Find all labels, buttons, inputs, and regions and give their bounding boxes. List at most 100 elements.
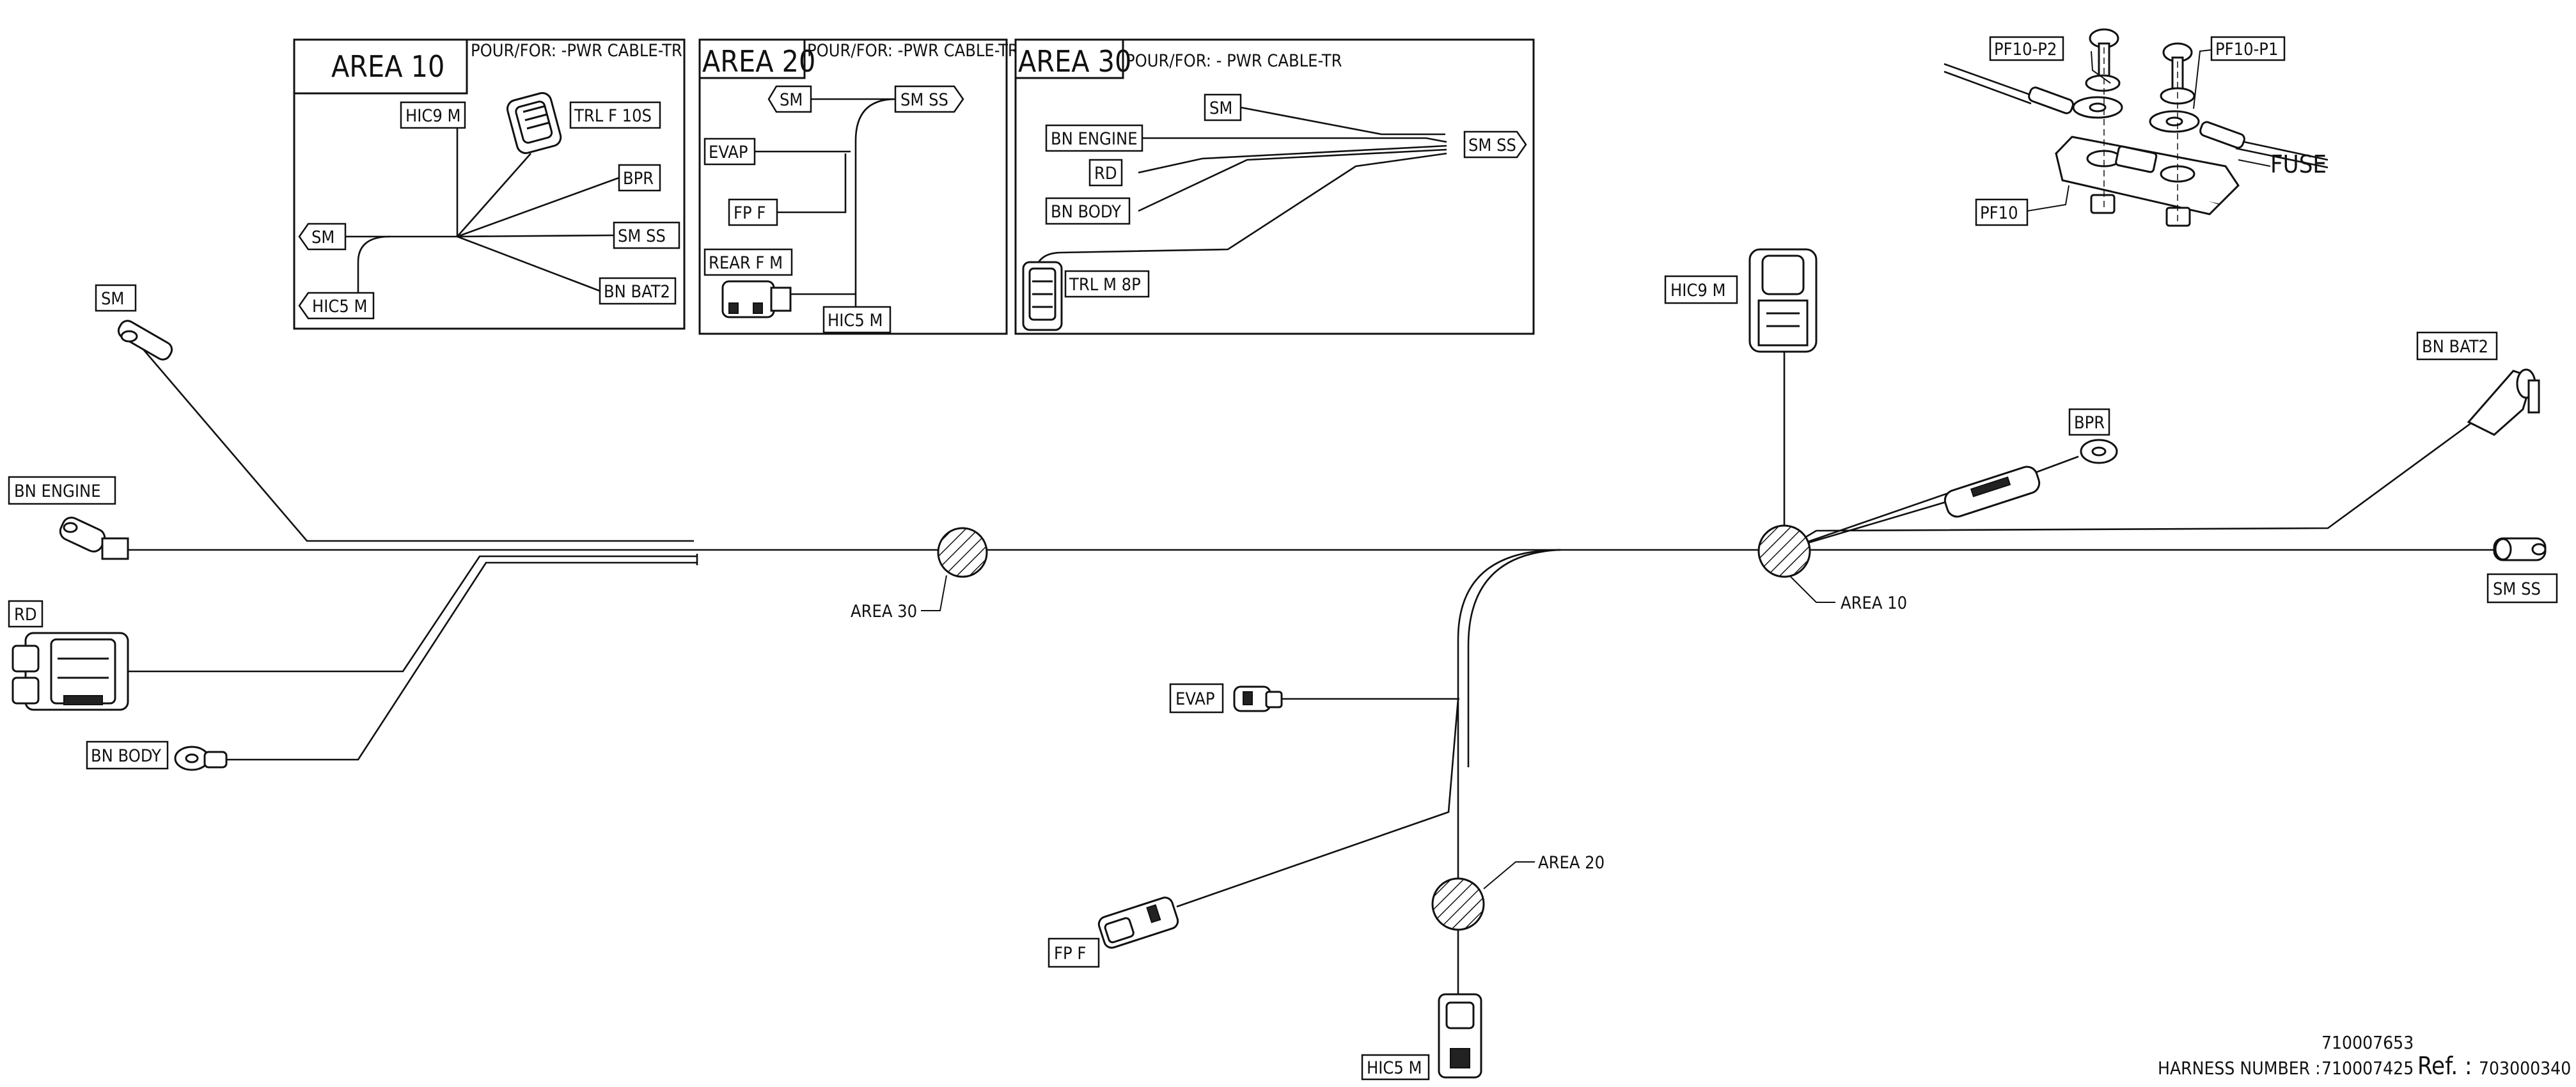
inset-area-30-title: AREA 30: [1018, 44, 1131, 79]
svg-text:FP F: FP F: [1054, 944, 1086, 964]
svg-text:BN ENGINE: BN ENGINE: [1051, 129, 1138, 149]
svg-text:HIC9 M: HIC9 M: [405, 106, 461, 126]
svg-text:SM: SM: [101, 289, 124, 309]
label-hic9-m: HIC9 M: [1664, 275, 1738, 304]
rd-connector-icon: [12, 632, 129, 711]
label-evap: EVAP: [1169, 683, 1224, 714]
svg-text:SM: SM: [311, 228, 334, 247]
area-20-label: AREA 20: [1538, 853, 1605, 873]
trl-f-10s-connector-icon: [506, 92, 562, 154]
inset-area-20-title: AREA 20: [702, 44, 815, 79]
inset30-label-bn-engine: BN ENGINE: [1045, 124, 1143, 152]
inset10-label-hic9m: HIC9 M: [400, 101, 466, 129]
fuse-holder-icon: [2054, 136, 2240, 215]
svg-text:REAR F M: REAR F M: [709, 253, 783, 273]
rear-f-m-connector-icon: [721, 280, 792, 318]
area-10-circle: [1757, 524, 1811, 578]
label-bn-body: BN BODY: [86, 740, 169, 770]
label-rd: RD: [8, 600, 43, 628]
inset-area-30-pour: POUR/FOR: - PWR CABLE-TR: [1126, 51, 1342, 71]
inset10-label-sm-ss: SM SS: [613, 221, 680, 249]
inset20-label-evap: EVAP: [703, 137, 756, 166]
svg-text:SM SS: SM SS: [1468, 136, 1516, 155]
fp-f-connector-icon: [1097, 896, 1179, 949]
svg-text:BN BAT2: BN BAT2: [604, 282, 670, 302]
inset-area-10-title: AREA 10: [331, 49, 444, 84]
harness-number-label: HARNESS NUMBER :: [2158, 1058, 2321, 1079]
bn-engine-terminal-icon: [59, 516, 129, 560]
label-bn-bat2: BN BAT2: [2416, 331, 2498, 361]
label-pf10-p1: PF10-P1: [2210, 36, 2286, 61]
inset-area-20: AREA 20 POUR/FOR: -PWR CABLE-TR SM SM SS…: [698, 38, 1019, 335]
inset-area-10: AREA 10 POUR/FOR: -PWR CABLE-TR HIC9 M T…: [293, 38, 686, 330]
svg-text:EVAP: EVAP: [1175, 689, 1215, 709]
trl-m-8p-connector-icon: [1022, 261, 1063, 331]
inset10-label-sm: SM: [298, 223, 347, 251]
area-30-circle: [937, 527, 988, 578]
svg-text:TRL M 8P: TRL M 8P: [1069, 275, 1141, 295]
label-sm: SM: [95, 284, 137, 312]
main-harness: AREA 30 AREA 10 AREA 20: [8, 248, 2558, 1081]
inset-area-20-pour: POUR/FOR: -PWR CABLE-TR: [807, 41, 1019, 61]
inset20-label-sm: SM: [767, 85, 812, 113]
svg-text:TRL F 10S: TRL F 10S: [574, 106, 652, 126]
inset30-label-sm: SM: [1204, 93, 1242, 121]
inset30-label-bn-body: BN BODY: [1045, 197, 1131, 225]
svg-text:FP F: FP F: [734, 203, 766, 223]
svg-text:SM SS: SM SS: [2493, 579, 2541, 599]
inset-area-30: AREA 30 POUR/FOR: - PWR CABLE-TR SM BN E…: [1014, 38, 1535, 335]
inset20-label-sm-ss: SM SS: [894, 85, 964, 113]
evap-connector-icon: [1233, 685, 1283, 712]
inset10-label-bn-bat2: BN BAT2: [599, 277, 677, 305]
label-hic5-m: HIC5 M: [1361, 1054, 1430, 1081]
svg-text:BN ENGINE: BN ENGINE: [14, 481, 101, 501]
label-bpr: BPR: [2068, 408, 2110, 436]
sm-ring-terminal-icon: [117, 320, 173, 361]
label-pf10: PF10: [1975, 198, 2029, 226]
inset-area-10-pour: POUR/FOR: -PWR CABLE-TR: [471, 41, 682, 61]
svg-text:BN BAT2: BN BAT2: [2422, 337, 2488, 357]
pf10-p1-terminal-icon: [2149, 110, 2245, 149]
svg-text:BN BODY: BN BODY: [1051, 202, 1121, 222]
inset20-label-hic5m: HIC5 M: [822, 306, 891, 334]
area-10-label: AREA 10: [1841, 593, 1907, 613]
sm-ss-terminal-icon: [2493, 537, 2547, 561]
inset10-label-bpr: BPR: [618, 164, 661, 192]
inset30-label-trl-m-8p: TRL M 8P: [1064, 270, 1150, 298]
svg-text:SM SS: SM SS: [618, 226, 666, 246]
inset20-label-rear-f-m: REAR F M: [703, 248, 793, 276]
svg-text:PF10-P2: PF10-P2: [1994, 40, 2057, 59]
pf10-p2-terminal-icon: [2028, 86, 2123, 119]
harness-number-top: 710007653: [2321, 1032, 2414, 1053]
svg-text:HIC5 M: HIC5 M: [828, 311, 883, 331]
label-fp-f: FP F: [1048, 937, 1100, 968]
label-bn-engine: BN ENGINE: [8, 476, 116, 505]
svg-text:PF10: PF10: [1980, 203, 2018, 223]
label-sm-ss: SM SS: [2486, 573, 2558, 604]
svg-text:HIC5 M: HIC5 M: [1367, 1058, 1422, 1078]
label-fuse: FUSE: [2270, 150, 2327, 178]
svg-text:RD: RD: [14, 605, 37, 625]
ref-label: Ref. :: [2417, 1052, 2472, 1080]
bpr-inline-fuse-icon: [1944, 465, 2041, 518]
svg-text:HIC5 M: HIC5 M: [312, 297, 368, 317]
hic9-m-connector-icon: [1748, 248, 1818, 353]
svg-text:BPR: BPR: [623, 169, 654, 189]
svg-text:SM SS: SM SS: [900, 90, 948, 110]
svg-text:HIC9 M: HIC9 M: [1670, 281, 1726, 301]
svg-text:BN BODY: BN BODY: [91, 746, 161, 766]
ref-number: 703000340: [2479, 1058, 2571, 1079]
harness-number: 710007425: [2321, 1058, 2414, 1079]
svg-text:BPR: BPR: [2074, 413, 2105, 433]
bn-body-terminal-icon: [174, 746, 228, 771]
inset30-label-sm-ss: SM SS: [1463, 130, 1527, 159]
label-pf10-p2: PF10-P2: [1989, 36, 2064, 61]
bn-bat2-terminal-icon: [2467, 368, 2540, 436]
inset20-label-fp-f: FP F: [728, 198, 778, 226]
harness-reference: 710007653 HARNESS NUMBER : 710007425 Ref…: [2158, 1032, 2571, 1080]
bpr-ring-terminal-icon: [2080, 439, 2118, 464]
fuse-detail: PF10-P2 PF10-P1 FUSE PF10: [1944, 28, 2329, 227]
inset10-label-hic5m: HIC5 M: [298, 292, 375, 320]
area-20-circle: [1431, 877, 1485, 931]
